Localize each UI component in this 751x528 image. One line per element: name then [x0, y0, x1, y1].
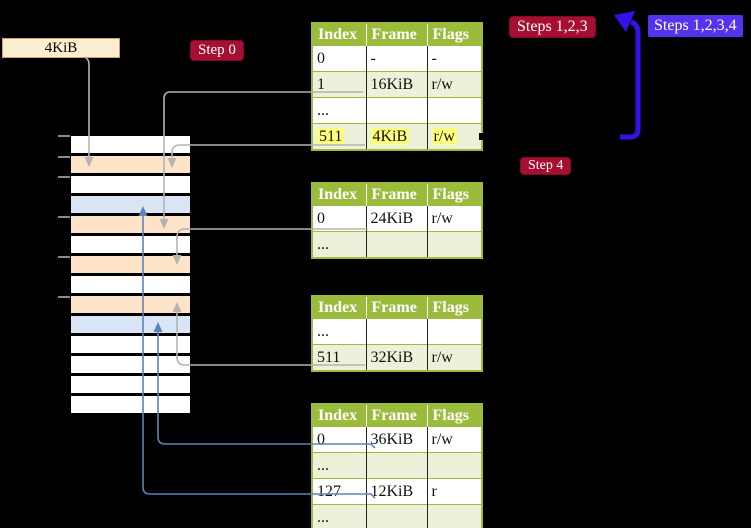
table-cell: [366, 318, 428, 345]
memory-tick: [58, 135, 70, 137]
table-header-index: Index: [312, 23, 367, 46]
table-cell: r/w: [427, 123, 482, 150]
memory-frame-row: [71, 256, 190, 276]
memory-tick: [58, 216, 70, 218]
memory-frame-row: [71, 336, 190, 356]
memory-frame-row: [71, 156, 190, 176]
table-cell: [366, 231, 428, 258]
memory-tick: [58, 176, 70, 178]
memory-frame-row: [71, 216, 190, 236]
table-cell: ...: [312, 231, 367, 258]
table-cell: 511: [312, 123, 367, 150]
table-cell: 1: [312, 71, 367, 98]
physical-memory-column: [71, 136, 190, 416]
memory-frame-row: [71, 196, 190, 216]
memory-frame-row: [71, 316, 190, 336]
table-cell: [366, 504, 428, 528]
step-4-badge: Step 4: [520, 157, 572, 175]
table-header-frame: Frame: [366, 183, 428, 206]
table-cell: [427, 504, 482, 528]
memory-frame-row: [71, 236, 190, 256]
recursive-loop-arrow: [620, 19, 641, 140]
table-cell: 32KiB: [366, 344, 428, 371]
table-cell: [427, 231, 482, 258]
table-cell: r/w: [427, 71, 482, 98]
steps-1234-badge: Steps 1,2,3,4: [648, 15, 743, 37]
table-row: ...: [312, 97, 482, 124]
table-cell: 127: [312, 478, 367, 505]
table-row: ...: [312, 318, 482, 345]
table-cell: 12KiB: [366, 478, 428, 505]
highlighted-value: 4KiB: [370, 127, 410, 145]
table-header-frame: Frame: [366, 404, 428, 427]
table-cell: 16KiB: [366, 71, 428, 98]
table-header-frame: Frame: [366, 296, 428, 319]
table-cell: 36KiB: [366, 426, 428, 453]
table-cell: 0: [312, 45, 367, 72]
table-row: ...: [312, 452, 482, 479]
table-cell: r/w: [427, 205, 482, 232]
table-cell: [427, 97, 482, 124]
highlighted-value: r/w: [431, 127, 457, 145]
table-row: 511 4KiB r/w: [312, 123, 482, 150]
table-cell: -: [427, 45, 482, 72]
table-cell: 511: [312, 344, 367, 371]
table-cell: ...: [312, 97, 367, 124]
highlighted-value: 511: [317, 127, 345, 145]
table-cell: r: [427, 478, 482, 505]
memory-frame-row: [71, 356, 190, 376]
table-header-index: Index: [312, 296, 367, 319]
table-cell: ...: [312, 452, 367, 479]
table-header-flags: Flags: [427, 296, 482, 319]
table-cell: [427, 452, 482, 479]
table-cell: r/w: [427, 344, 482, 371]
table-row: 0--: [312, 45, 482, 72]
steps-123-badge: Steps 1,2,3: [509, 16, 596, 38]
table-header-index: Index: [312, 183, 367, 206]
table-cell: r/w: [427, 426, 482, 453]
table-row: ...: [312, 504, 482, 528]
table-cell: ...: [312, 318, 367, 345]
memory-frame-row: [71, 176, 190, 196]
memory-tick: [58, 296, 70, 298]
table-cell: -: [366, 45, 428, 72]
table-cell: ...: [312, 504, 367, 528]
table-cell: 0: [312, 205, 367, 232]
step-0-badge: Step 0: [190, 40, 244, 61]
memory-frame-row: [71, 276, 190, 296]
table-header-frame: Frame: [366, 23, 428, 46]
table-header-flags: Flags: [427, 404, 482, 427]
memory-frame-row: [71, 136, 190, 156]
table-header-flags: Flags: [427, 23, 482, 46]
memory-tick: [58, 156, 70, 158]
table-row: ...: [312, 231, 482, 258]
table-cell: 0: [312, 426, 367, 453]
table-cell: [366, 452, 428, 479]
table-cell: 24KiB: [366, 205, 428, 232]
frame-size-label: 4KiB: [2, 38, 120, 58]
arrowhead-upleft-icon: [614, 11, 635, 32]
memory-frame-row: [71, 396, 190, 416]
table-cell: 4KiB: [366, 123, 428, 150]
memory-frame-row: [71, 296, 190, 316]
memory-frame-row: [71, 376, 190, 396]
table-header-flags: Flags: [427, 183, 482, 206]
table-header-index: Index: [312, 404, 367, 427]
table-cell: [427, 318, 482, 345]
memory-tick: [58, 256, 70, 258]
table-cell: [366, 97, 428, 124]
